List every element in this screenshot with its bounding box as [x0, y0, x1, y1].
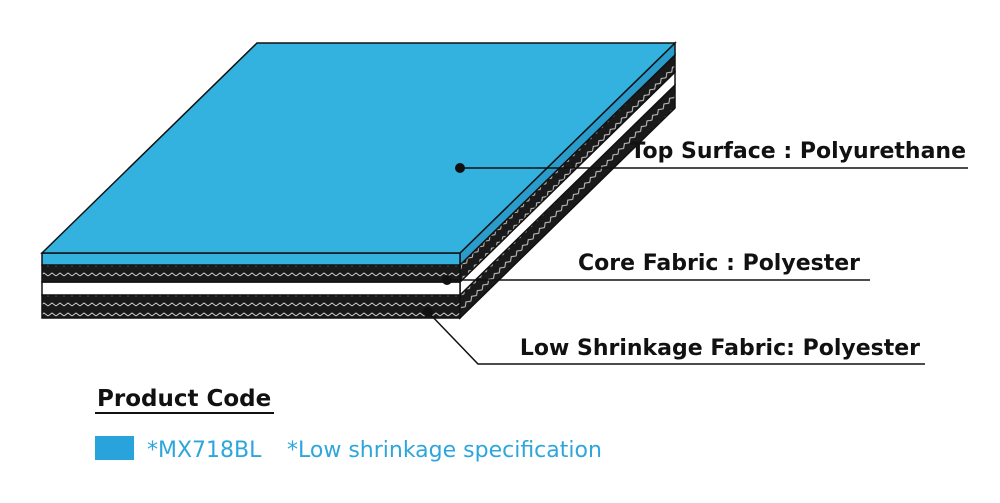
color-swatch [95, 436, 134, 460]
product-code-title: Product Code [97, 386, 271, 412]
top-surface-face [40, 42, 677, 254]
callout-core-fabric: Core Fabric : Polyester [442, 251, 870, 285]
product-code-value: *MX718BL [147, 438, 262, 463]
white-gap-front [41, 281, 461, 296]
product-code-section: Product Code *MX718BL *Low shrinkage spe… [95, 386, 602, 463]
product-code-note: *Low shrinkage specification [287, 438, 602, 463]
low-shrink-fabric-front [41, 294, 461, 319]
callout-label-low-shrink: Low Shrinkage Fabric: Polyester [520, 336, 920, 361]
callout-label-top-surface: Top Surface : Polyurethane [630, 139, 966, 164]
belt-layers [40, 41, 677, 320]
callout-top-surface: Top Surface : Polyurethane [455, 139, 968, 173]
top-surface-front [41, 252, 461, 266]
core-fabric-front [41, 264, 461, 283]
callout-label-core-fabric: Core Fabric : Polyester [578, 251, 860, 276]
callout-line [427, 311, 925, 365]
callout-low-shrink: Low Shrinkage Fabric: Polyester [423, 307, 925, 365]
